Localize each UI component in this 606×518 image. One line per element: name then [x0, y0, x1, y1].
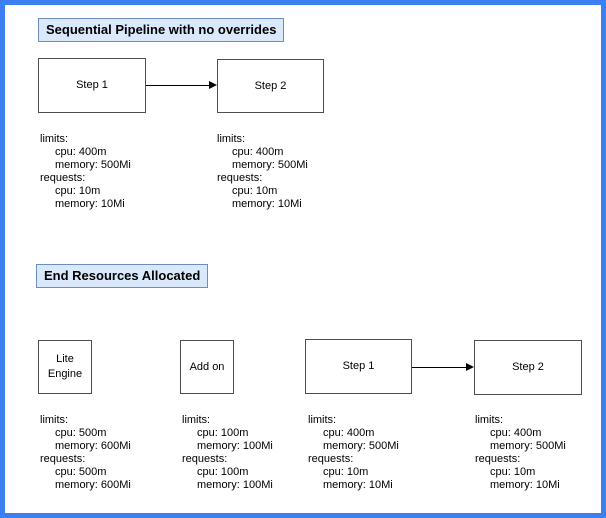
resource-line: memory: 100Mi	[197, 479, 273, 491]
resource-line: limits:	[475, 414, 504, 426]
resource-line: memory: 100Mi	[197, 440, 273, 452]
box-step1-pipeline-label: Step 1	[76, 79, 108, 91]
resource-line: memory: 500Mi	[232, 159, 308, 171]
resource-line: limits:	[40, 133, 69, 145]
section-title-end-resources: End Resources Allocated	[36, 264, 209, 288]
box-step1-pipeline: Step 1	[38, 58, 146, 113]
resource-line: cpu: 10m	[55, 185, 101, 197]
resource-line: cpu: 100m	[197, 427, 249, 439]
resource-line: memory: 600Mi	[55, 440, 131, 452]
box-lite-engine: Lite Engine	[38, 340, 92, 394]
arrow-step1-to-step2-pipeline	[146, 81, 217, 89]
resource-line: limits:	[217, 133, 246, 145]
box-step2-allocated: Step 2	[474, 340, 582, 395]
resource-line: memory: 600Mi	[55, 479, 131, 491]
box-add-on: Add on	[180, 340, 234, 394]
resource-line: cpu: 10m	[232, 185, 278, 197]
box-lite-engine-label: Lite Engine	[47, 353, 83, 380]
arrow-step1-to-step2-allocated	[412, 363, 474, 371]
box-step1-allocated-label: Step 1	[342, 360, 375, 372]
resource-line: memory: 10Mi	[232, 198, 302, 210]
resource-line: cpu: 10m	[490, 466, 536, 478]
resource-line: memory: 500Mi	[490, 440, 566, 452]
resource-line: cpu: 400m	[55, 146, 107, 158]
resource-line: cpu: 400m	[490, 427, 542, 439]
resource-line: cpu: 10m	[323, 466, 369, 478]
resources-step2-pipeline: limits: cpu: 400m memory: 500Mi requests…	[217, 133, 308, 211]
resource-line: requests:	[182, 453, 228, 465]
resource-line: cpu: 500m	[55, 466, 107, 478]
resource-line: cpu: 100m	[197, 466, 249, 478]
resources-add-on: limits: cpu: 100m memory: 100Mi requests…	[182, 414, 273, 492]
resource-line: memory: 10Mi	[490, 479, 560, 491]
box-step2-pipeline-label: Step 2	[254, 79, 287, 92]
resource-line: requests:	[40, 453, 86, 465]
resource-line: memory: 500Mi	[323, 440, 399, 452]
resource-line: limits:	[182, 414, 211, 426]
resource-line: memory: 10Mi	[55, 198, 125, 210]
box-step1-allocated: Step 1	[305, 339, 412, 394]
resources-step1-allocated: limits: cpu: 400m memory: 500Mi requests…	[308, 414, 399, 492]
resources-lite-engine: limits: cpu: 500m memory: 600Mi requests…	[40, 414, 131, 492]
resources-step1-pipeline: limits: cpu: 400m memory: 500Mi requests…	[40, 133, 131, 211]
resource-line: limits:	[40, 414, 69, 426]
resource-line: cpu: 500m	[55, 427, 107, 439]
resource-line: requests:	[475, 453, 521, 465]
resource-line: cpu: 400m	[232, 146, 284, 158]
box-step2-allocated-label: Step 2	[512, 361, 544, 373]
box-add-on-label: Add on	[189, 360, 225, 373]
resource-line: requests:	[40, 172, 86, 184]
resource-line: memory: 500Mi	[55, 159, 131, 171]
resources-step2-allocated: limits: cpu: 400m memory: 500Mi requests…	[475, 414, 566, 492]
resource-line: requests:	[217, 172, 263, 184]
resource-line: requests:	[308, 453, 354, 465]
box-step2-pipeline: Step 2	[217, 59, 324, 113]
resource-line: memory: 10Mi	[323, 479, 393, 491]
resource-line: limits:	[308, 414, 337, 426]
resource-line: cpu: 400m	[323, 427, 375, 439]
section-title-sequential-pipeline: Sequential Pipeline with no overrides	[38, 18, 285, 42]
